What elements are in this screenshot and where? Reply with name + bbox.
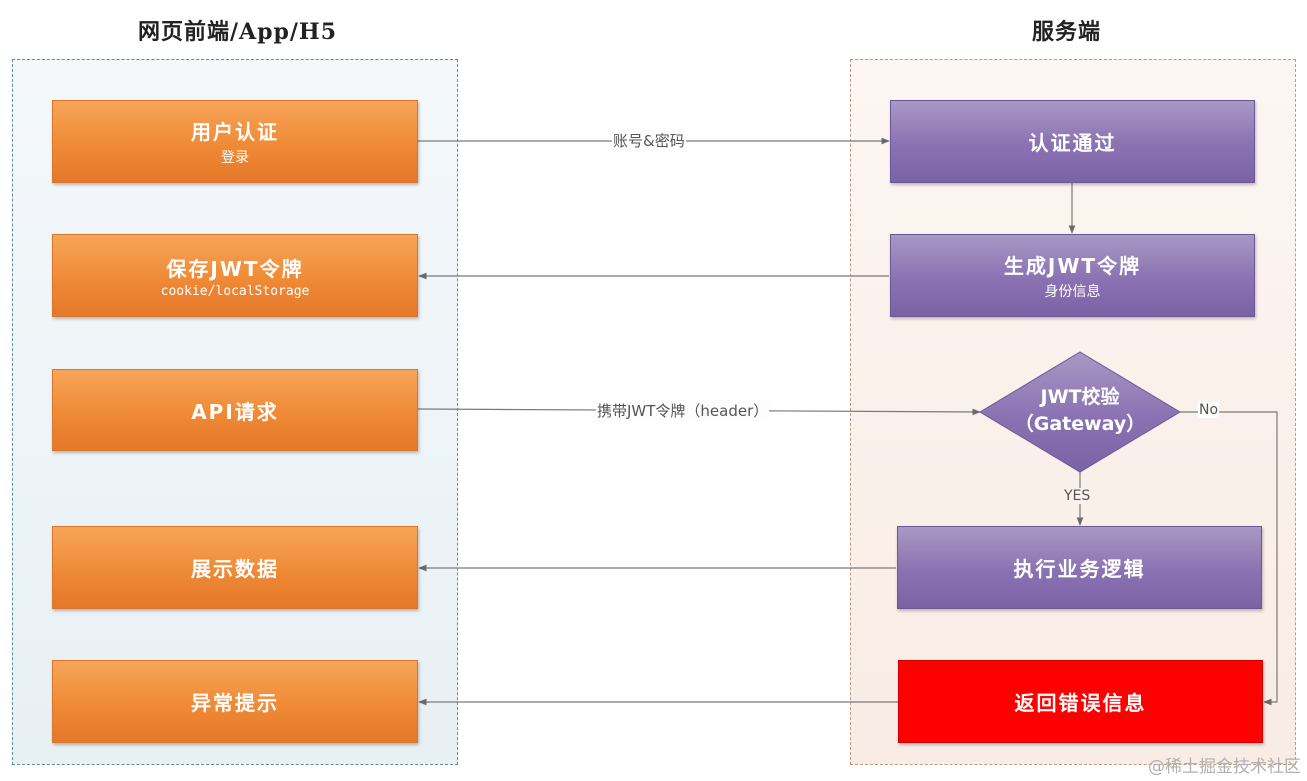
edge-label-carry-token: 携带JWT令牌（header） [596, 400, 770, 421]
server-step-return-error: 返回错误信息 [898, 660, 1263, 743]
client-step-error-alert: 异常提示 [52, 660, 418, 743]
client-step-api-request: API请求 [52, 369, 418, 451]
client-step-display-data: 展示数据 [52, 526, 418, 609]
client-column-title: 网页前端/App/H5 [138, 19, 337, 45]
client-step-save-token-title: 保存JWT令牌 [166, 256, 304, 281]
arrow-check-no [1180, 411, 1278, 706]
client-step-save-token-subtitle: cookie/localStorage [160, 283, 310, 299]
client-step-error-alert-title: 异常提示 [191, 691, 279, 715]
server-step-auth-passed: 认证通过 [890, 100, 1255, 183]
client-step-display-data-title: 展示数据 [191, 557, 279, 581]
edge-label-credentials: 账号&密码 [612, 130, 686, 151]
server-step-business-logic-title: 执行业务逻辑 [1013, 557, 1146, 581]
client-step-login-subtitle: 登录 [221, 150, 249, 166]
client-step-login-title: 用户认证 [191, 120, 279, 144]
client-step-login: 用户认证 登录 [52, 100, 418, 183]
server-step-auth-passed-title: 认证通过 [1028, 131, 1117, 155]
server-step-generate-token-subtitle: 身份信息 [1044, 284, 1101, 300]
decision-label-line2: （Gateway） [1014, 413, 1146, 435]
client-step-save-token: 保存JWT令牌 cookie/localStorage [52, 234, 418, 317]
server-column-title: 服务端 [1032, 19, 1102, 45]
server-step-return-error-title: 返回错误信息 [1014, 691, 1147, 715]
server-step-generate-token-title: 生成JWT令牌 [1003, 254, 1142, 278]
edge-label-no: No [1198, 402, 1220, 418]
decision-label-line1: JWT校验 [1040, 386, 1120, 408]
watermark: @稀土掘金技术社区 [1148, 757, 1301, 777]
server-step-business-logic: 执行业务逻辑 [897, 526, 1262, 609]
client-step-api-request-title: API请求 [191, 399, 279, 424]
edge-label-yes: YES [1064, 488, 1091, 504]
decision-label: JWT校验 （Gateway） [980, 384, 1180, 438]
decision-diamond [979, 351, 1181, 473]
server-step-generate-token: 生成JWT令牌 身份信息 [890, 234, 1255, 317]
